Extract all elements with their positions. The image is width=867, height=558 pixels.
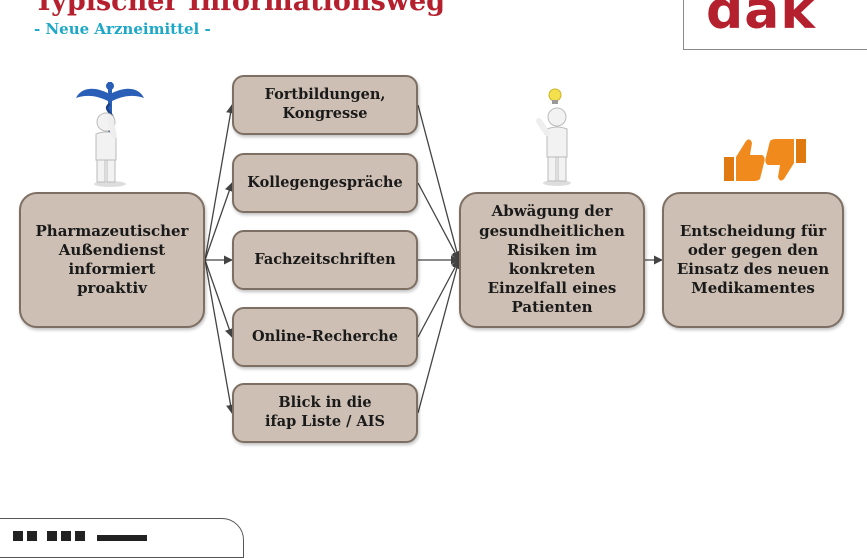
node-decision: Entscheidung für oder gegen den Einsatz …	[662, 192, 844, 328]
edge-channel-1-assessment	[417, 104, 462, 261]
edge-channel-4-assessment	[417, 259, 460, 338]
connector-lines	[204, 104, 663, 414]
logo-text: dak	[706, 0, 816, 41]
node-channel-online-recherche: Online-Recherche	[232, 307, 418, 367]
lightbulb-figure-icon	[536, 88, 571, 186]
edge-channel-5-assessment	[417, 259, 462, 414]
edge-source-channel-2	[204, 182, 234, 261]
slide-title: Typischer Informationsweg	[34, 0, 446, 17]
edge-channel-2-assessment	[417, 182, 460, 261]
footer-logo-icon	[13, 531, 147, 541]
node-risk-assessment: Abwägung der gesundheitlichen Risiken im…	[459, 192, 645, 328]
edge-source-channel-5	[204, 259, 236, 414]
thumbs-up-down-icon	[724, 139, 806, 181]
logo: dak	[683, 0, 867, 50]
node-pharma-field-service: Pharmazeutischer Außendienst informiert …	[19, 192, 205, 328]
thumb-down-icon	[765, 139, 806, 181]
node-channel-ifap-liste: Blick in die ifap Liste / AIS	[232, 383, 418, 443]
node-channel-kollegengespraeche: Kollegengespräche	[232, 153, 418, 213]
caduceus-figure-icon	[76, 82, 144, 187]
edge-source-channel-1	[204, 104, 236, 261]
footer-tab	[0, 518, 244, 558]
node-channel-fortbildungen: Fortbildungen, Kongresse	[232, 75, 418, 135]
thumb-up-icon	[724, 139, 765, 181]
edge-source-channel-4	[204, 259, 234, 338]
slide-subtitle: - Neue Arzneimittel -	[34, 20, 211, 38]
node-channel-fachzeitschriften: Fachzeitschriften	[232, 230, 418, 290]
